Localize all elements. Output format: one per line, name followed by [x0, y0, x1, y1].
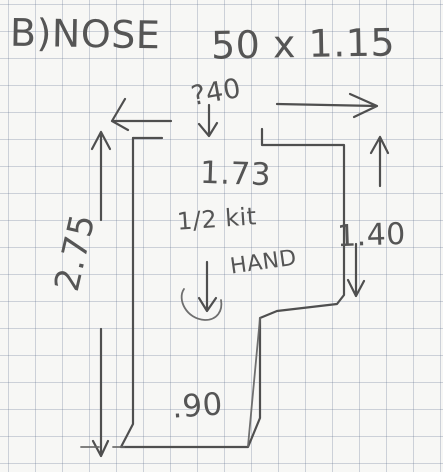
right-top-arrow: [369, 135, 390, 188]
door-swing: [180, 288, 223, 321]
lower-right-return: [247, 317, 261, 447]
left-top-arrow: [90, 130, 112, 222]
right-bottom-arrow: [346, 242, 366, 298]
center-down-arrow: [197, 260, 218, 313]
top-left-arrow: [110, 97, 173, 132]
right-height-label: 1.40: [336, 216, 407, 255]
top-center-down-arrow: [197, 103, 219, 138]
top-right-arrow: [275, 92, 379, 119]
sketch-title: B)NOSE: [9, 10, 161, 58]
left-bottom-arrow: [91, 327, 110, 458]
inner-depth-label: 1.73: [199, 154, 272, 194]
overall-size: 50 x 1.15: [210, 20, 396, 68]
kit-note: 1/2 kit: [176, 202, 258, 236]
bottom-width-label: .90: [170, 386, 225, 426]
